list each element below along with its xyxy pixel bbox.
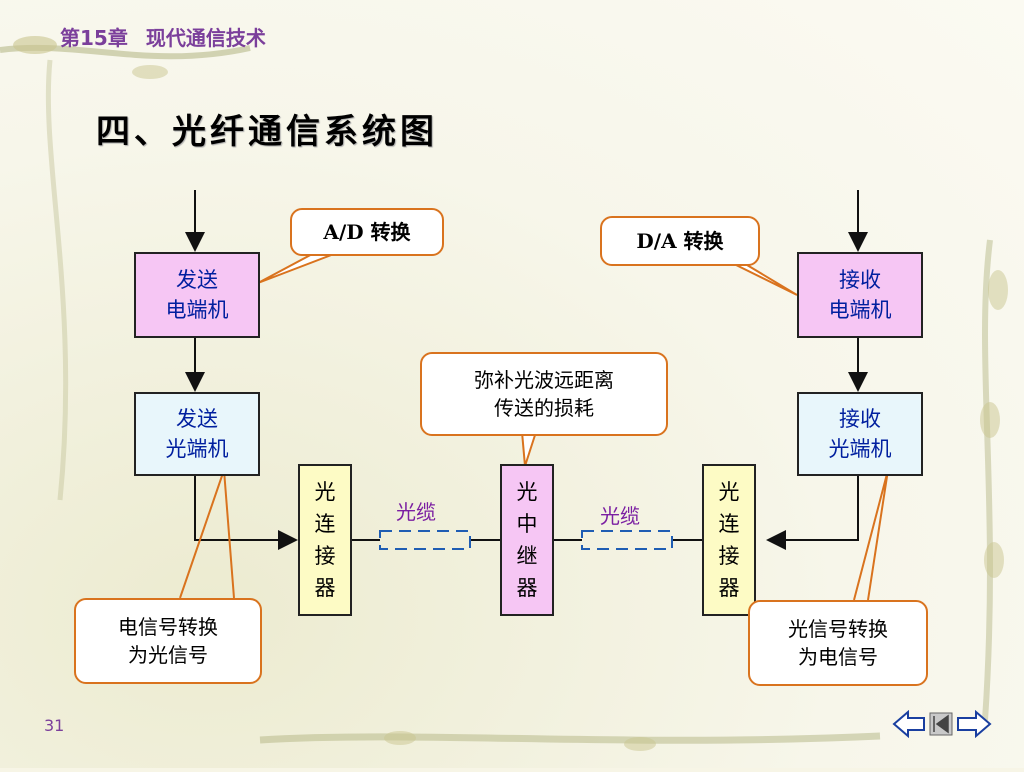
box-line: 发送 xyxy=(176,407,218,431)
chapter-title: 现代通信技术 xyxy=(145,26,266,50)
callout-ad-conversion: A/D 转换 xyxy=(290,208,444,256)
callout-o2e: 光信号转换为电信号 xyxy=(748,600,928,686)
cable-label-right: 光缆 xyxy=(600,504,640,528)
slide-title: 四、光纤通信系统图 xyxy=(96,112,438,152)
callout-repeater-note: 弥补光波远距离传送的损耗 xyxy=(420,352,668,436)
box-line: 光端机 xyxy=(165,437,229,461)
box-char: 光 xyxy=(314,480,336,504)
first-slide-icon[interactable] xyxy=(929,712,953,736)
box-char: 继 xyxy=(516,544,538,568)
callout-da-conversion: D/A 转换 xyxy=(600,216,760,266)
box-char: 接 xyxy=(718,544,740,568)
fiber-cable-left xyxy=(379,530,471,550)
next-slide-icon[interactable] xyxy=(957,710,992,738)
box-line: 电端机 xyxy=(828,298,892,322)
box-line: 光端机 xyxy=(828,437,892,461)
box-char: 器 xyxy=(718,576,740,600)
arrow-send-opt-to-connector xyxy=(194,474,298,550)
callout-line: 电信号转换 xyxy=(118,615,218,639)
pointer-da xyxy=(729,261,798,296)
callout-line: 传送的损耗 xyxy=(494,396,594,420)
box-char: 连 xyxy=(314,512,336,536)
box-char: 接 xyxy=(314,544,336,568)
box-char: 器 xyxy=(314,576,336,600)
receive-optical-terminal: 接收光端机 xyxy=(797,392,923,476)
callout-line: 光信号转换 xyxy=(788,617,888,641)
callout-line: 为光信号 xyxy=(128,643,208,667)
pointer-e2o xyxy=(179,469,235,599)
send-optical-terminal: 发送光端机 xyxy=(134,392,260,476)
box-char: 光 xyxy=(516,480,538,504)
send-electrical-terminal: 发送电端机 xyxy=(134,252,260,338)
optical-connector-right: 光连接器 xyxy=(702,464,756,616)
callout-line: 弥补光波远距离 xyxy=(474,368,614,392)
pointer-ad xyxy=(257,251,335,284)
optical-connector-left: 光连接器 xyxy=(298,464,352,616)
prev-slide-icon[interactable] xyxy=(892,710,925,738)
box-line: 接收 xyxy=(839,407,881,431)
box-line: 发送 xyxy=(176,268,218,292)
box-char: 光 xyxy=(718,480,740,504)
chapter-header: 第15章现代通信技术 xyxy=(60,22,284,51)
chapter-number: 第15章 xyxy=(60,26,128,50)
slide-navigation xyxy=(892,710,992,738)
pointer-o2e xyxy=(853,469,889,601)
callout-line: 为电信号 xyxy=(798,645,878,669)
box-char: 器 xyxy=(516,576,538,600)
pointer-repeater xyxy=(521,431,537,467)
cable-label-left: 光缆 xyxy=(396,500,436,524)
callout-e2o: 电信号转换为光信号 xyxy=(74,598,262,684)
box-line: 电端机 xyxy=(165,298,229,322)
fiber-cable-right xyxy=(581,530,673,550)
box-char: 连 xyxy=(718,512,740,536)
box-char: 中 xyxy=(516,512,538,536)
arrow-connector-to-recv-opt xyxy=(766,474,859,550)
page-number: 31 xyxy=(44,716,65,735)
optical-repeater: 光中继器 xyxy=(500,464,554,616)
receive-electrical-terminal: 接收电端机 xyxy=(797,252,923,338)
box-line: 接收 xyxy=(839,268,881,292)
